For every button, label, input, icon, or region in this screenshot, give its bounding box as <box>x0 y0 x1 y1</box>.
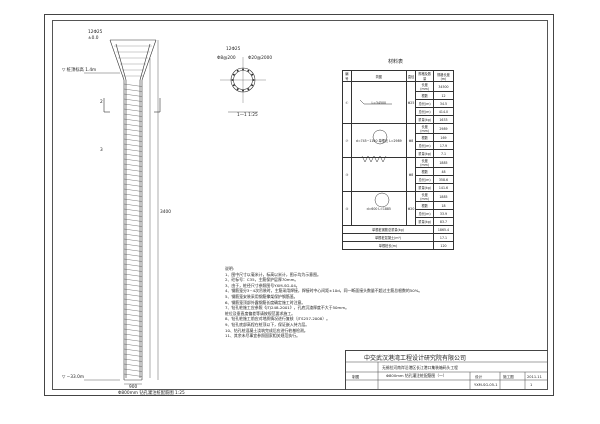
mat-row1-dia: Φ25 <box>405 81 417 124</box>
mat-cell: 2989 <box>432 123 455 134</box>
label-top-elev: ±0.0 <box>88 36 99 41</box>
project-name: 无锡拉河南岸沿港区长江港口集装箱码头工程 <box>382 365 458 370</box>
mat-cell: 18 <box>432 201 455 210</box>
mat-summary-label: 单根桩长(m) <box>342 241 434 250</box>
section-bar-dot <box>231 79 234 81</box>
mat-header-spec: 规格及数量 <box>415 70 434 82</box>
label-12d25-section: 12Φ25 <box>226 47 241 52</box>
note-item: 6、钢筋笼顶部外露钢筋长度确定施工时注意。 <box>225 299 306 305</box>
mat-cell: 48 <box>432 167 455 176</box>
mat-cell: 83.7 <box>432 217 455 226</box>
section-bar-dot <box>251 84 254 87</box>
mat-cell: 358.6 <box>432 175 455 184</box>
mat-cell: 7.1 <box>432 149 455 158</box>
mat-row4-id: ④ <box>342 191 352 226</box>
mat-row1-note: L=34500 <box>350 81 407 124</box>
note-item: 5、钢筋笼安装采用钢筋撑架保护钢筋笼。 <box>225 293 298 299</box>
note-item: 1、图中尺寸以毫米计，标高以米计，图示均为示意图。 <box>225 271 321 277</box>
label-pile-height: 3400 <box>160 210 171 215</box>
label-spiral-bar: Φ20@2000 <box>248 56 273 61</box>
mat-cell: 414.0 <box>432 107 455 116</box>
section-bar-dot <box>242 68 244 71</box>
section-bar-dot <box>232 84 235 87</box>
mat-summary-label: 单根桩钢筋总重量(kg) <box>342 225 434 234</box>
mat-cell: 33.9 <box>432 209 455 218</box>
mat-row3-note <box>350 157 407 192</box>
note-item: 2、砼标号：C35，主筋保护层厚70mm。 <box>225 277 299 283</box>
drawing-sheet <box>44 14 554 396</box>
label-12d25-elev: 12Φ25 <box>88 30 103 35</box>
section-bar-dot <box>251 73 254 76</box>
drawing-number: YXM-SG-05-1 <box>474 383 498 387</box>
section-bar-dot <box>247 88 250 91</box>
mat-cell: 34.5 <box>432 99 455 108</box>
mat-cell: 12 <box>432 91 455 100</box>
mat-cell: 169 <box>432 133 455 142</box>
mat-row2-id: ② <box>342 123 352 158</box>
mat-row3-id: ③ <box>342 157 352 192</box>
mat-cell: 17.9 <box>432 141 455 150</box>
drawing-name: Φ800mm 钻孔灌注桩配筋图（一） <box>386 373 447 378</box>
label-bottom-level: ▽ −33.0m <box>62 375 85 380</box>
mat-header-id: 编号 <box>342 70 352 82</box>
section-bar-dot <box>247 69 250 72</box>
role-left: 制图 <box>352 375 360 379</box>
material-table-title: 材料表 <box>388 59 404 65</box>
mat-summary-value: 120 <box>432 241 455 250</box>
mat-row2-dia: Φ8 <box>405 123 417 158</box>
section-bar-dot <box>252 79 255 81</box>
label-dim-2: 2 <box>100 100 103 105</box>
note-item: 7、钻孔桩施工应参照《JTJ248-2001》，孔底沉渣厚度不大于50mm。 <box>225 305 350 311</box>
mat-row1-id: ① <box>342 81 352 124</box>
mat-header-dia: 直径 <box>405 70 417 82</box>
mat-row2-note: d=745~1160 单根长 L=2989 <box>350 123 407 158</box>
mat-cell: 34500 <box>432 81 455 92</box>
label-dim-900: 900 <box>129 385 138 390</box>
mat-header-length: 规格长度(m) <box>432 70 455 82</box>
mat-cell: 1885 <box>432 191 455 202</box>
note-item: 11、其余未尽事宜参照国家相关规范执行。 <box>225 333 300 339</box>
mat-summary-value: 1865.4 <box>432 225 455 234</box>
institute-name: 中交武汉港湾工程设计研究院有限公司 <box>364 355 467 362</box>
section-bar-dot <box>236 69 239 72</box>
date: 2011.11 <box>527 375 542 379</box>
role-mid: 设计 <box>475 375 483 379</box>
note-item: 8、钻孔桩施工前应对地质情况进行复核（JTS257-2008）。 <box>225 316 331 322</box>
mat-row3-dia: Φ8 <box>405 157 417 192</box>
mat-summary-value: 17.1 <box>432 233 455 242</box>
section-bar-dot <box>236 88 239 91</box>
sheet-number: 1 <box>530 383 533 387</box>
role-right: 施工图 <box>503 375 514 379</box>
mat-summary-label: 单根桩混凝土(m³) <box>342 233 434 242</box>
notes: 说明: 1、图中尺寸以毫米计，标高以米计，图示均为示意图。 2、砼标号：C35，… <box>225 266 480 339</box>
note-item: 4、钢筋笼分3~4次吊装时，主筋采用焊接，焊接时中心间距±10d，同一断面接头数… <box>225 288 423 294</box>
note-item: 9、钻孔底部高程在桩顶以下，保证嵌入持力层。 <box>225 321 310 327</box>
mat-row4-note: d=600 L=1885 <box>350 191 407 226</box>
note-item: 10、钻孔桩混凝土浇筑完成后应进行桩基检测。 <box>225 327 308 333</box>
section-bar-dot <box>242 89 244 92</box>
note-item: 桩位及垂直度偏差等请按规范要求施工。 <box>225 310 296 316</box>
elevation-caption: Φ800mm 钻孔灌注桩配筋图 1:25 <box>118 391 185 396</box>
drawing-frame <box>52 20 548 390</box>
mat-cell: 1633 <box>432 115 455 124</box>
section-caption: 1—1 1:25 <box>237 113 258 118</box>
notes-heading: 说明: <box>225 266 235 271</box>
mat-cell: 1885 <box>432 157 455 168</box>
spiral-stirrup <box>123 83 143 377</box>
mat-row4-dia: Φ20 <box>405 191 417 226</box>
section-bar-dot <box>232 73 235 76</box>
label-ring-bar: Φ8@200 <box>217 56 236 61</box>
note-item: 3、由于，桩径尺寸参照图号YXM-SG-04。 <box>225 282 300 288</box>
mat-header-sketch: 简图 <box>350 70 407 82</box>
title-block: 中交武汉港湾工程设计研究院有限公司 无锡拉河南岸沿港区长江港口集装箱码头工程 Φ… <box>345 350 548 390</box>
mat-cell: 141.6 <box>432 183 455 192</box>
label-dim-3: 3 <box>100 148 103 153</box>
label-top-level: ▽ 桩顶标高 1.4m <box>62 68 97 73</box>
